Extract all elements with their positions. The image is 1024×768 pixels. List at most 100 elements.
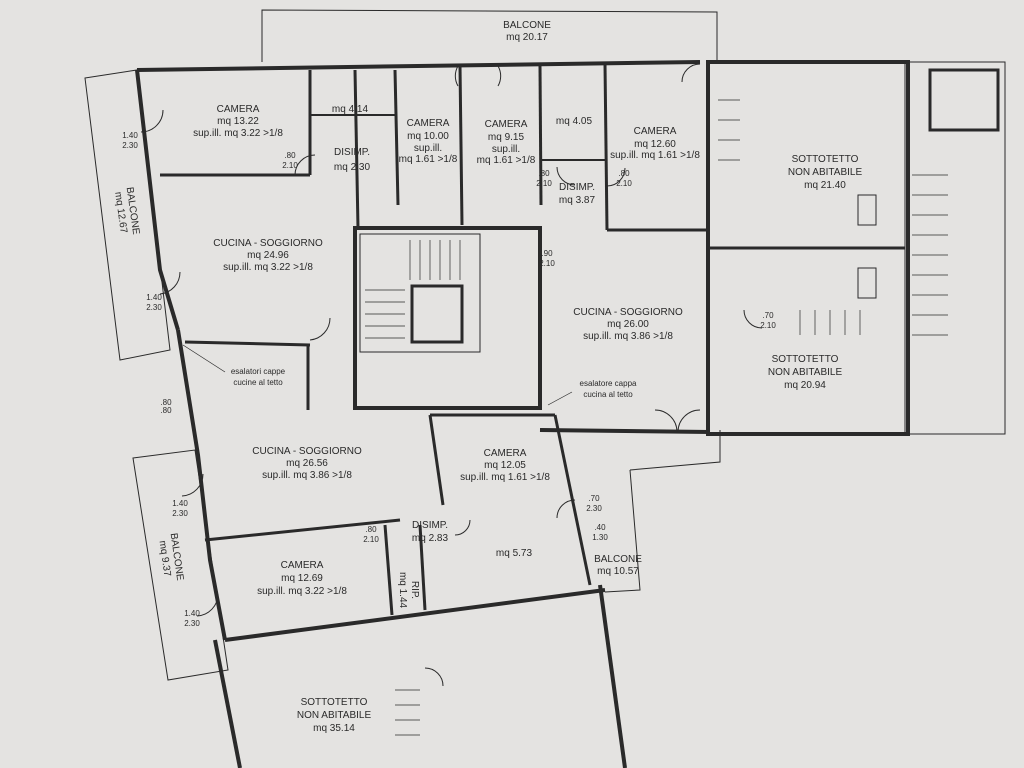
note-esalatori-1: esalatori cappe [231, 367, 286, 376]
far-east-outline [904, 61, 1006, 435]
dim-80-d: .80 [365, 525, 377, 534]
cucina-3-name: CUCINA - SOGGIORNO [252, 446, 362, 457]
dim-90-a: .90 [541, 249, 553, 258]
balcony-left-outline [84, 69, 171, 361]
balcone-se-name: BALCONE [594, 554, 642, 565]
bath-2-area: mq 4.05 [556, 116, 593, 127]
balcone-top-area: mq 20.17 [506, 32, 548, 43]
camera-4-area: mq 12.60 [634, 139, 676, 150]
disimp-1-area: mq 2.30 [334, 162, 371, 173]
dim-210-d: 2.10 [539, 259, 555, 268]
labels: BALCONE mq 20.17 CAMERA mq 13.22 sup.ill… [112, 20, 863, 734]
balcone-top-name: BALCONE [503, 20, 551, 31]
note-esalatori-2: cucine al tetto [233, 378, 283, 387]
disimp-3-area: mq 2.83 [412, 533, 449, 544]
wall-rip-east [418, 524, 427, 611]
sottotetto-ne-area: mq 21.40 [804, 180, 846, 191]
cucina-3-area: mq 26.56 [286, 458, 328, 469]
dim-70-b: .70 [588, 494, 600, 503]
door-dimensions: 1.40 2.30 1.40 2.30 1.40 2.30 1.40 2.30 … [122, 131, 776, 628]
skylight-1 [857, 194, 877, 226]
elevator-central [410, 284, 464, 344]
camera-nw-area: mq 13.22 [217, 116, 259, 127]
camera-2-area: mq 10.00 [407, 131, 449, 142]
sottotetto-s-west [213, 639, 242, 768]
camera-3-name: CAMERA [485, 119, 528, 130]
note-esalatore-2: cucina al tetto [583, 390, 633, 399]
dim-230-a: 2.30 [122, 141, 138, 150]
cucina-3-sup: sup.ill. mq 3.86 >1/8 [262, 470, 352, 481]
dim-80-e: .80 [160, 398, 172, 407]
dim-140-d: 1.40 [184, 609, 200, 618]
cucina-1-area: mq 24.96 [247, 250, 289, 261]
dim-210-b: 2.10 [536, 179, 552, 188]
disimp-2-name: DISIMP. [559, 182, 595, 193]
note-leaders [182, 344, 573, 406]
balcony-sw-outline [132, 449, 229, 681]
sottotetto-ne-name2: NON ABITABILE [788, 167, 863, 178]
dim-40-a: .40 [594, 523, 606, 532]
cucina-2-area: mq 26.00 [607, 319, 649, 330]
dim-230-b: 2.30 [146, 303, 162, 312]
east-wing-wall [706, 60, 910, 436]
camera-3-area: mq 9.15 [488, 132, 525, 143]
wall-rip-west [383, 524, 394, 616]
camera-5-name: CAMERA [484, 448, 527, 459]
camera-6-area: mq 12.69 [281, 573, 323, 584]
bath-1-area: mq 4.14 [332, 104, 369, 115]
dim-230-c: 2.30 [172, 509, 188, 518]
dim-140-a: 1.40 [122, 131, 138, 140]
stairs [365, 99, 948, 736]
dim-140-b: 1.40 [146, 293, 162, 302]
balcony-se-outline-b [604, 469, 641, 593]
north-wall [136, 60, 701, 72]
sottotetto-ne-name1: SOTTOTETTO [792, 154, 859, 165]
wall-camera-2-west [393, 69, 400, 206]
dim-80-f: .80 [160, 406, 172, 415]
balcony-top-outline [261, 9, 718, 62]
dim-210-a: 2.10 [282, 161, 298, 170]
bath-3-area: mq 5.73 [496, 548, 533, 559]
disimp-3-name: DISIMP. [412, 520, 448, 531]
sottotetto-s-name2: NON ABITABILE [297, 710, 372, 721]
skylights [857, 194, 877, 299]
dim-80-b: .80 [538, 169, 550, 178]
wall-camera-4-west [603, 63, 609, 231]
cucina-2-sup: sup.ill. mq 3.86 >1/8 [583, 331, 673, 342]
dim-210-e: 2.10 [760, 321, 776, 330]
camera-6-sup: sup.ill. mq 3.22 >1/8 [257, 586, 347, 597]
stairwell-wall [353, 226, 542, 410]
camera-5-area: mq 12.05 [484, 460, 526, 471]
sottotetto-e-name1: SOTTOTETTO [772, 354, 839, 365]
camera-nw-sup: sup.ill. mq 3.22 >1/8 [193, 128, 283, 139]
wall-cucina-1-south [184, 340, 311, 347]
wall-cucina-2-south [539, 428, 711, 434]
dim-210-f: 2.10 [363, 535, 379, 544]
camera-5-sup: sup.ill. mq 1.61 >1/8 [460, 472, 550, 483]
wall-camera-6-north [204, 518, 401, 542]
camera-3-sup2: mq 1.61 >1/8 [477, 155, 536, 166]
camera-4-name: CAMERA [634, 126, 677, 137]
dim-230-d: 2.30 [184, 619, 200, 628]
camera-3-sup1: sup.ill. [492, 144, 520, 155]
sottotetto-e-name2: NON ABITABILE [768, 367, 843, 378]
sottotetto-s-area: mq 35.14 [313, 723, 355, 734]
camera-2-sup1: sup.ill. [414, 143, 442, 154]
elevator-east [928, 68, 1000, 132]
dim-230-e: 2.30 [586, 504, 602, 513]
cucina-1-name: CUCINA - SOGGIORNO [213, 238, 323, 249]
dim-70-a: .70 [762, 311, 774, 320]
rip-name: RIP. [409, 581, 420, 599]
dim-80-a: .80 [284, 151, 296, 160]
camera-2-name: CAMERA [407, 118, 450, 129]
camera-6-name: CAMERA [281, 560, 324, 571]
note-esalatore-1: esalatore cappa [580, 379, 637, 388]
stair-core [359, 233, 481, 353]
camera-nw-name: CAMERA [217, 104, 260, 115]
wall-disimp-1 [353, 69, 360, 229]
wall-camera-2-east [458, 65, 464, 226]
sottotetto-s-name1: SOTTOTETTO [301, 697, 368, 708]
